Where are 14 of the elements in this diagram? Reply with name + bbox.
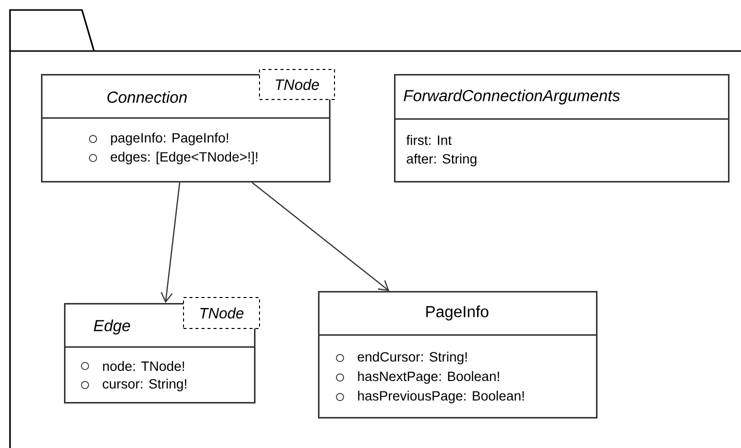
- attribute-text: cursor: String!: [80, 378, 186, 392]
- attribute-text: after: String: [406, 154, 476, 166]
- attribute-text: edges: [Edge<TNode>!]!: [88, 152, 258, 164]
- attribute-text: node: TNode!: [80, 361, 184, 371]
- arrow: [160, 182, 180, 303]
- attribute-text: endCursor: String!: [336, 352, 467, 364]
- arrow: [252, 182, 390, 291]
- attribute-text: first: Int: [406, 135, 452, 145]
- attribute-text: hasNextPage: Boolean!: [336, 371, 500, 384]
- template-parameter-box: TNode: [259, 69, 335, 100]
- attribute-text: pageInfo: PageInfo!: [88, 132, 228, 146]
- attribute-text: hasPreviousPage: Boolean!: [336, 390, 524, 404]
- package-frame: [9, 9, 741, 448]
- template-parameter-box: TNode: [183, 297, 260, 329]
